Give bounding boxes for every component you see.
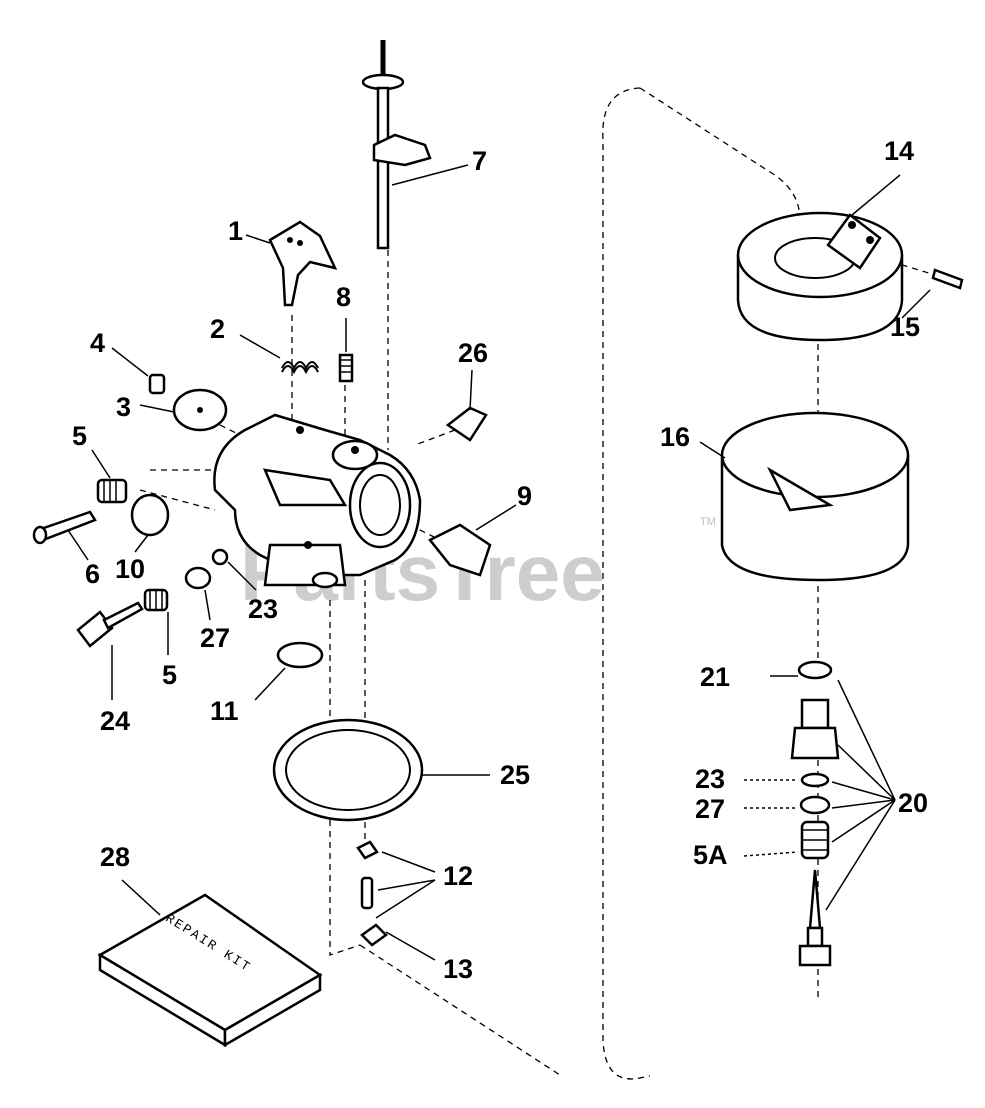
fitting-part — [445, 406, 488, 442]
callout-24: 24 — [100, 706, 130, 736]
welch-plug-part — [130, 493, 170, 537]
callout-1: 1 — [228, 216, 243, 246]
callout-16: 16 — [660, 422, 690, 452]
callout-23-left: 23 — [248, 594, 278, 624]
callout-3: 3 — [116, 392, 131, 422]
throttle-shaft-part — [361, 40, 432, 250]
lower-link-line — [329, 600, 561, 1076]
align-line-9 — [399, 519, 441, 541]
float-part — [736, 211, 904, 342]
bowl-nut-washer-part — [797, 660, 833, 680]
callout-10: 10 — [115, 554, 145, 584]
main-adjust-needle-part — [798, 869, 832, 967]
callout-20: 20 — [898, 788, 928, 818]
spring-5a-part — [800, 820, 830, 860]
callout-25: 25 — [500, 760, 530, 790]
callout-26: 26 — [458, 338, 488, 368]
plug-part — [276, 641, 324, 669]
callout-labels: 1 2 3 4 5 6 7 8 9 10 11 12 13 14 15 16 2… — [72, 136, 928, 984]
callout-7: 7 — [472, 146, 487, 176]
idle-screw-part — [338, 353, 354, 383]
callout-27-right: 27 — [695, 794, 725, 824]
carburetor-body — [213, 413, 422, 589]
callout-11: 11 — [210, 696, 239, 726]
oring-right-part — [800, 772, 830, 788]
callout-5-top: 5 — [72, 421, 87, 451]
callout-8: 8 — [336, 282, 351, 312]
callout-27-left: 27 — [200, 623, 230, 653]
callout-5-bottom: 5 — [162, 660, 177, 690]
gasket-plate-part — [428, 523, 492, 577]
needle-valve-part — [76, 601, 144, 648]
watermark-trademark: TM — [700, 516, 716, 528]
washer-right-part — [799, 795, 831, 815]
callout-6: 6 — [85, 559, 100, 589]
spring-bottom-part — [143, 588, 169, 612]
clip-part — [360, 923, 388, 947]
washer-left-part — [184, 566, 212, 590]
bowl-nut-part — [790, 698, 840, 760]
leader-lines — [67, 164, 931, 961]
callout-15: 15 — [890, 312, 920, 342]
callout-21: 21 — [700, 662, 730, 692]
callout-12: 12 — [443, 861, 473, 891]
callout-5a: 5A — [693, 840, 728, 870]
callout-13: 13 — [443, 954, 473, 984]
bowl-gasket-part — [272, 718, 424, 822]
throttle-lever-part — [268, 220, 338, 307]
screw-part — [148, 373, 166, 395]
callout-2: 2 — [210, 314, 225, 344]
callout-4: 4 — [90, 328, 105, 358]
bowl-assembly-boundary — [602, 87, 801, 1080]
callout-9: 9 — [517, 481, 532, 511]
oring-left-part — [211, 548, 229, 566]
float-needle-part — [360, 876, 374, 910]
callout-23-right: 23 — [695, 764, 725, 794]
float-pin-part — [931, 268, 964, 290]
repair-kit-box: REPAIR KIT — [97, 893, 323, 1048]
callout-28: 28 — [100, 842, 130, 872]
fuel-bowl-part — [720, 411, 910, 582]
align-line-26 — [414, 429, 456, 446]
spring-top-part — [96, 478, 128, 504]
throttle-plate-part — [172, 388, 228, 432]
mixture-screw-part — [32, 510, 97, 545]
float-needle-seat-part — [356, 840, 379, 860]
callout-14: 14 — [884, 136, 914, 166]
spring-part — [281, 361, 319, 375]
